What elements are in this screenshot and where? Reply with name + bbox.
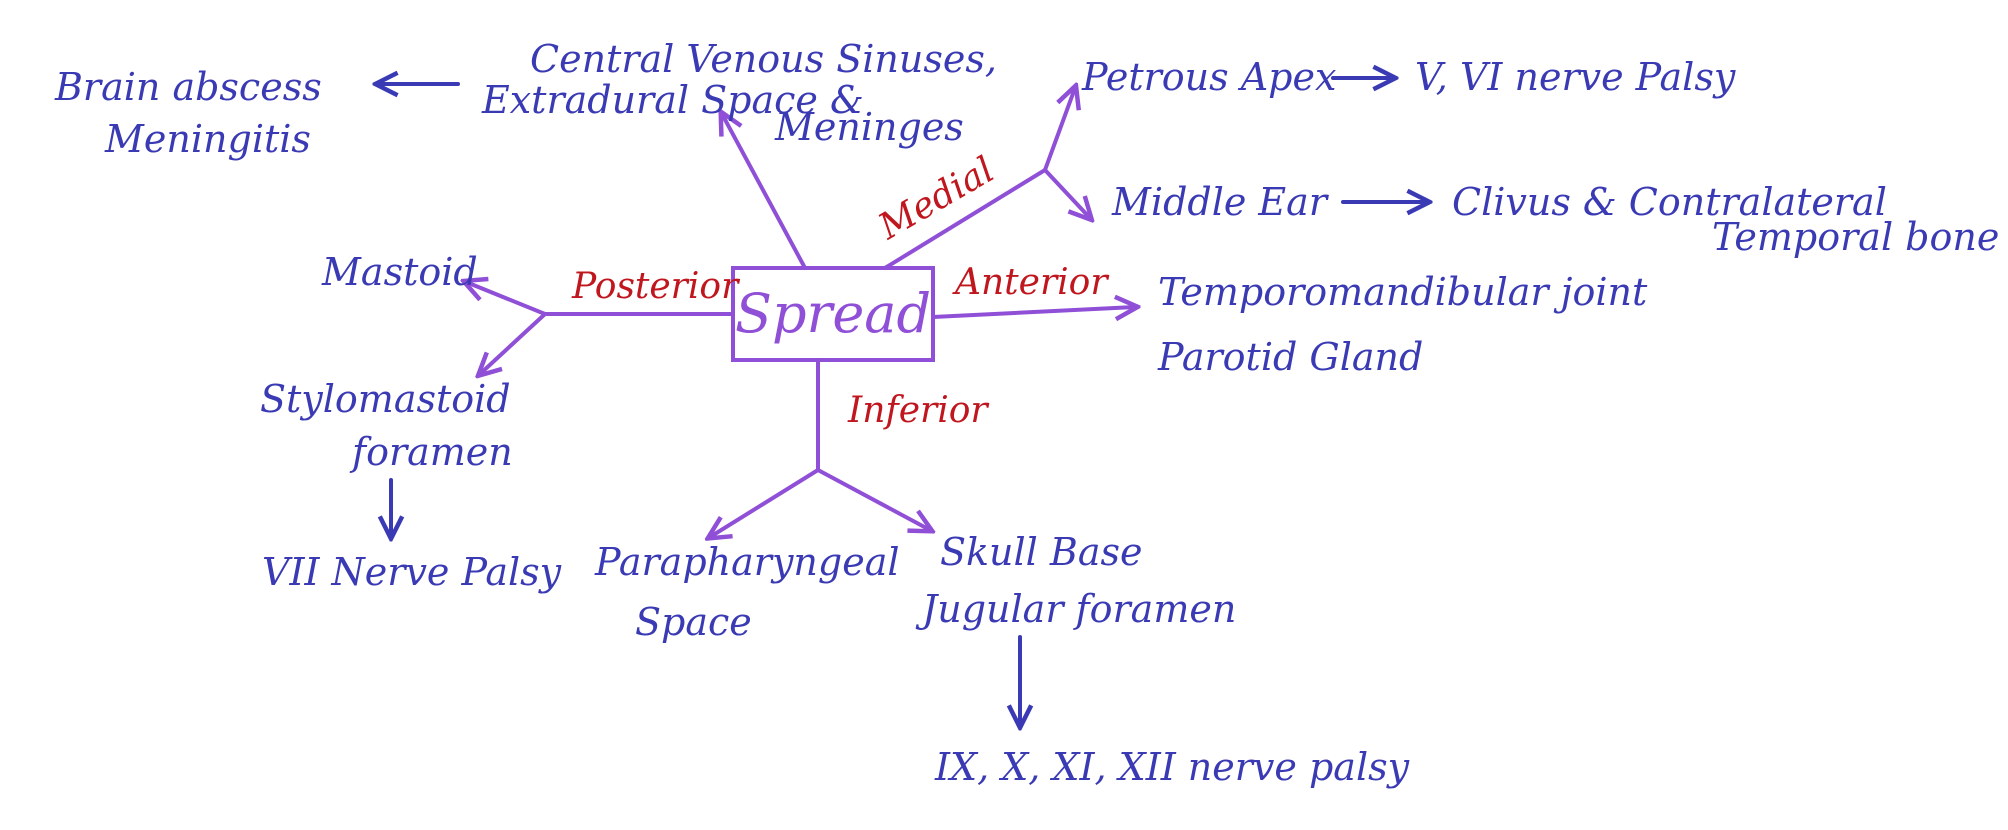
medial-label: Medial [871, 149, 1001, 248]
lower-cn-palsy-label: IX, X, XI, XII nerve palsy [934, 745, 1410, 789]
clivus-line-2: Temporal bone [1712, 215, 1999, 259]
clivus-line-1: Clivus & Contralateral [1452, 180, 1887, 224]
vii-palsy-label: VII Nerve Palsy [262, 550, 562, 594]
mastoid-label: Mastoid [321, 250, 478, 294]
arrow-to-parapharyngeal [710, 468, 820, 537]
anterior-label: Anterior [952, 262, 1109, 303]
parapharyngeal-line-1: Parapharyngeal [594, 540, 900, 584]
sinuses-line-2: Extradural Space & [481, 78, 864, 122]
arrow-to-sinuses [722, 114, 807, 270]
meningitis-label: Meningitis [104, 117, 311, 161]
stylomastoid-line-1: Stylomastoid [260, 377, 511, 421]
middle-ear-label: Middle Ear [1111, 180, 1330, 224]
posterior-label: Posterior [571, 266, 740, 307]
sinuses-line-3: Meninges [774, 105, 964, 149]
brain-abscess-label: Brain abscess [54, 65, 322, 109]
inferior-label: Inferior [847, 390, 989, 431]
parotid-label: Parotid Gland [1157, 335, 1423, 379]
skull-base-line-1: Skull Base [940, 530, 1143, 574]
arrow-to-skull-base [816, 468, 930, 530]
nerve-v-vi-label: V, VI nerve Palsy [1415, 55, 1736, 99]
arrow-to-tmj [931, 307, 1135, 317]
arrow-to-stylomastoid [480, 312, 547, 374]
medial-branch-line [883, 168, 1047, 270]
parapharyngeal-line-2: Space [635, 600, 752, 644]
sinuses-line-1: Central Venous Sinuses, [530, 37, 997, 81]
tmj-label: Temporomandibular joint [1158, 270, 1648, 314]
petrous-apex-label: Petrous Apex [1081, 55, 1336, 99]
stylomastoid-line-2: foramen [349, 430, 513, 474]
arrow-to-middle-ear [1043, 168, 1090, 218]
skull-base-line-2: Jugular foramen [915, 587, 1236, 631]
center-label: Spread [735, 282, 931, 345]
arrow-to-mastoid [466, 282, 547, 316]
arrow-to-petrous-apex [1043, 88, 1075, 172]
